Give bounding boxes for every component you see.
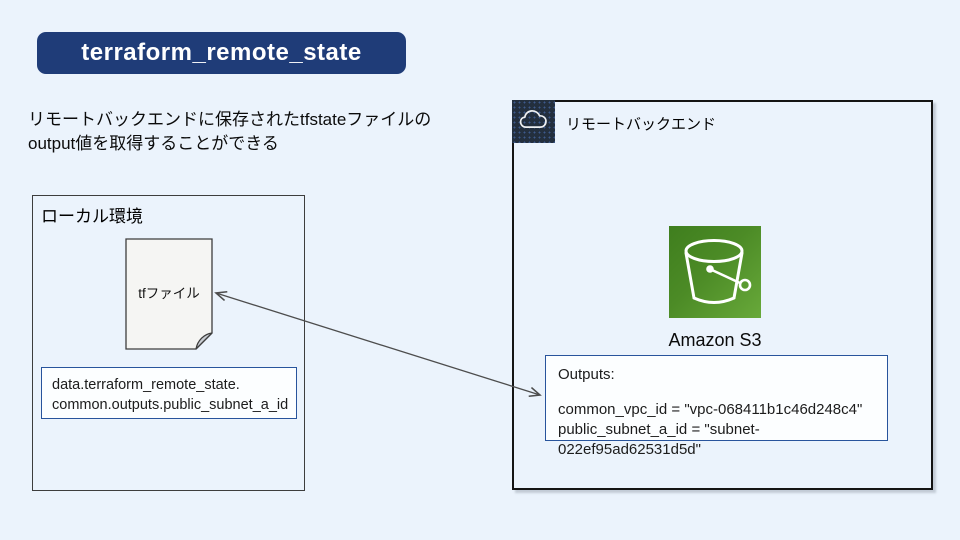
document-icon — [125, 238, 213, 350]
description-text: リモートバックエンドに保存されたtfstateファイルの output値を取得す… — [28, 108, 488, 156]
page-title: terraform_remote_state — [81, 39, 362, 66]
outputs-box: Outputs: common_vpc_id = "vpc-068411b1c4… — [545, 355, 888, 458]
outputs-line-1: common_vpc_id = "vpc-068411b1c46d248c4" — [558, 401, 863, 418]
title-banner: terraform_remote_state — [37, 32, 406, 74]
aws-cloud-icon — [518, 108, 549, 136]
code-reference-box: data.terraform_remote_state. common.outp… — [41, 367, 297, 419]
description-line-1: リモートバックエンドに保存されたtfstateファイルの — [28, 110, 432, 129]
outputs-line-2: public_subnet_a_id = "subnet-022ef95ad62… — [558, 421, 760, 458]
remote-backend-box: リモートバックエンド Amazon S3 Outputs: common_vpc… — [512, 100, 933, 490]
tf-file-shape: tfファイル — [125, 238, 213, 350]
s3-service-label: Amazon S3 — [668, 330, 762, 350]
local-env-box: ローカル環境 tfファイル data.terraform_remote_stat… — [32, 195, 305, 491]
local-env-label: ローカル環境 — [41, 207, 143, 226]
outputs-title: Outputs: — [558, 366, 615, 383]
code-line-1: data.terraform_remote_state. — [52, 377, 240, 393]
tf-file-label: tfファイル — [138, 286, 200, 301]
description-line-2: output値を取得することができる — [28, 134, 279, 153]
code-line-2: common.outputs.public_subnet_a_id — [52, 397, 289, 413]
remote-backend-label: リモートバックエンド — [566, 116, 717, 133]
s3-bucket-icon — [669, 226, 761, 318]
remote-backend-icon-square — [512, 100, 555, 143]
